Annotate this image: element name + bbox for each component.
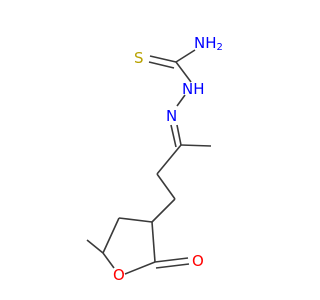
- bond-n-c-double-b: [170, 124, 177, 148]
- bond-c5-c4: [102, 217, 120, 254]
- bond-c4-c3: [118, 217, 153, 223]
- bond-c-nh2: [175, 49, 196, 63]
- bond-c-nh: [175, 61, 192, 83]
- structure-canvas: NH2 S NH N O O: [86, 34, 223, 284]
- bond-c-methyl: [180, 144, 212, 147]
- bond-nh-n: [176, 94, 186, 107]
- bond-c3-c2: [151, 221, 156, 263]
- bond-c5-methyl: [86, 239, 104, 254]
- bond-c-ch2: [156, 144, 182, 175]
- atom-n: N: [166, 107, 177, 125]
- atom-nh: NH: [182, 80, 205, 98]
- bond-ch2-ring: [151, 198, 176, 223]
- atom-o-carbonyl: O: [192, 252, 204, 270]
- atom-s: S: [134, 49, 144, 67]
- atom-nh2: NH2: [194, 34, 223, 53]
- atom-o-ring: O: [113, 266, 125, 284]
- chemical-structure: NH2 S NH N O O: [86, 34, 223, 284]
- atom-labels: NH2 S NH N O O: [113, 34, 223, 284]
- bond-o-c5: [102, 252, 115, 269]
- bond-c-s-double-b: [148, 61, 175, 69]
- bond-ch2-ch2: [156, 173, 176, 200]
- bond-c2-o: [124, 261, 156, 275]
- bonds: [86, 49, 212, 275]
- bond-c-s-double-a: [149, 55, 177, 63]
- bond-c2-o-double-a: [154, 257, 189, 263]
- bond-c2-o-double-b: [155, 263, 190, 269]
- bond-n-c-double-a: [176, 124, 182, 146]
